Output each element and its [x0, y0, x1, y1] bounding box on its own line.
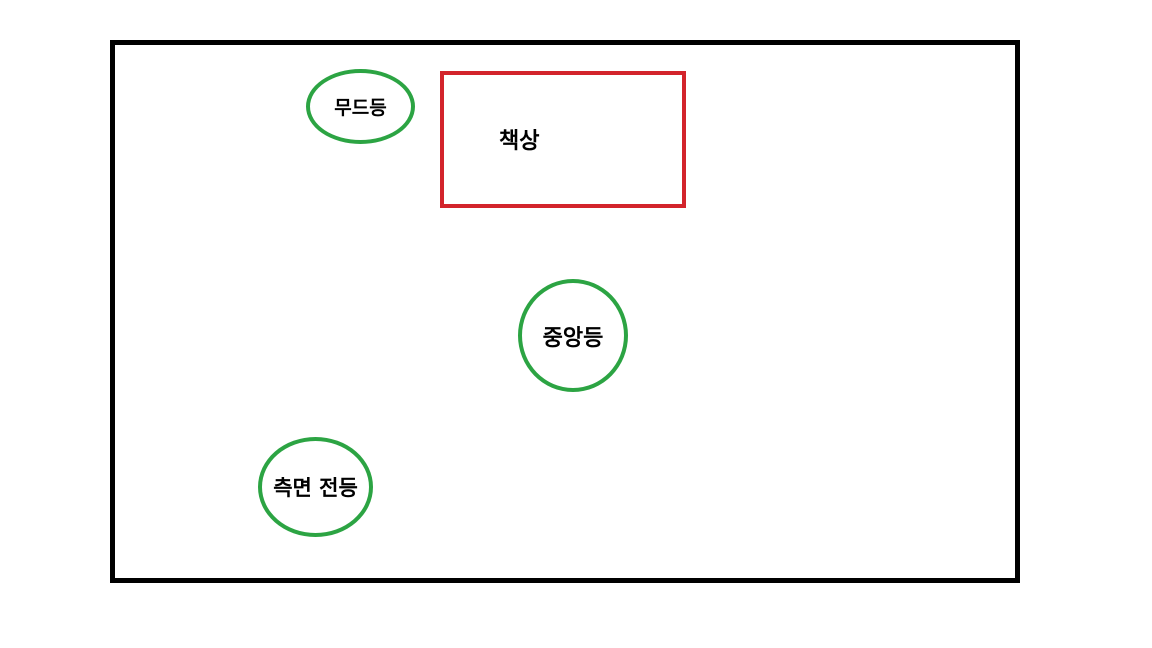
- central-light-label: 중앙등: [542, 325, 604, 351]
- room-outline: [110, 40, 1020, 583]
- desk-rectangle: 책상: [440, 71, 686, 208]
- side-light-circle: 측면 전등: [258, 437, 373, 537]
- side-light-label: 측면 전등: [273, 476, 358, 500]
- mood-lamp-label: 무드등: [334, 97, 387, 119]
- mood-lamp-circle: 무드등: [306, 69, 415, 144]
- desk-label: 책상: [499, 129, 540, 154]
- central-light-circle: 중앙등: [518, 279, 628, 392]
